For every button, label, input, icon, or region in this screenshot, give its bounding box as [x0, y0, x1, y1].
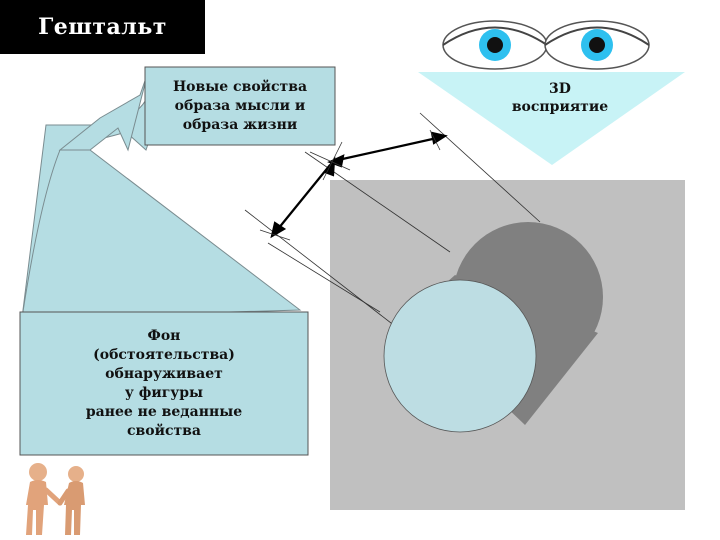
right-eye-icon — [544, 20, 650, 70]
bottom-box-line: ранее не веданные — [85, 403, 243, 420]
title-text: Гештальт — [38, 14, 167, 40]
curved-arrow-body — [21, 149, 302, 319]
perception-line: восприятие — [511, 99, 609, 115]
cylinder-figure — [383, 222, 603, 433]
dimension-arrows — [270, 131, 448, 239]
bottom-box-line: (обстоятельства) — [93, 346, 235, 363]
dimension-ticks — [259, 129, 441, 241]
perception-cone — [418, 72, 685, 165]
top-box-line: образа мысли и — [174, 97, 306, 114]
bottom-box-label: Фон (обстоятельства) обнаруживает у фигу… — [20, 312, 308, 455]
perception-label: 3D восприятие — [480, 80, 640, 116]
bottom-box-line: Фон — [147, 327, 181, 344]
top-box-label: Новые свойства образа мысли и образа жиз… — [145, 67, 335, 145]
top-box — [144, 66, 336, 146]
top-box-line: Новые свойства — [172, 78, 308, 95]
perception-line: 3D — [549, 81, 571, 97]
left-eye-icon — [442, 20, 548, 70]
curved-arrow-head — [58, 71, 149, 152]
bottom-box — [19, 311, 309, 456]
bottom-box-line: обнаруживает — [105, 365, 223, 382]
bottom-box-line: свойства — [127, 422, 201, 439]
two-figures-shaking-hands-icon — [26, 463, 85, 535]
bottom-box-line: у фигуры — [124, 384, 204, 401]
title-box: Гештальт — [0, 0, 205, 54]
top-box-line: образа жизни — [182, 116, 298, 133]
